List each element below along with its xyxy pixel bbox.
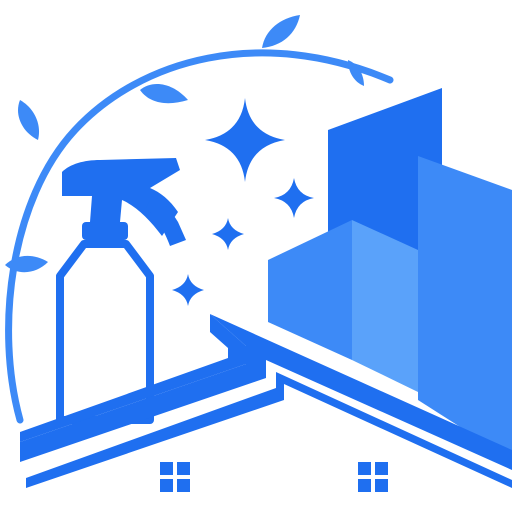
buildings-icon <box>268 88 512 460</box>
window-icon <box>160 462 190 492</box>
sparkle-icon <box>172 98 314 306</box>
window-icon <box>358 462 388 492</box>
house-roof-icon <box>20 314 512 488</box>
leaf-arc-icon <box>5 15 394 424</box>
spray-bottle-icon <box>56 158 186 424</box>
